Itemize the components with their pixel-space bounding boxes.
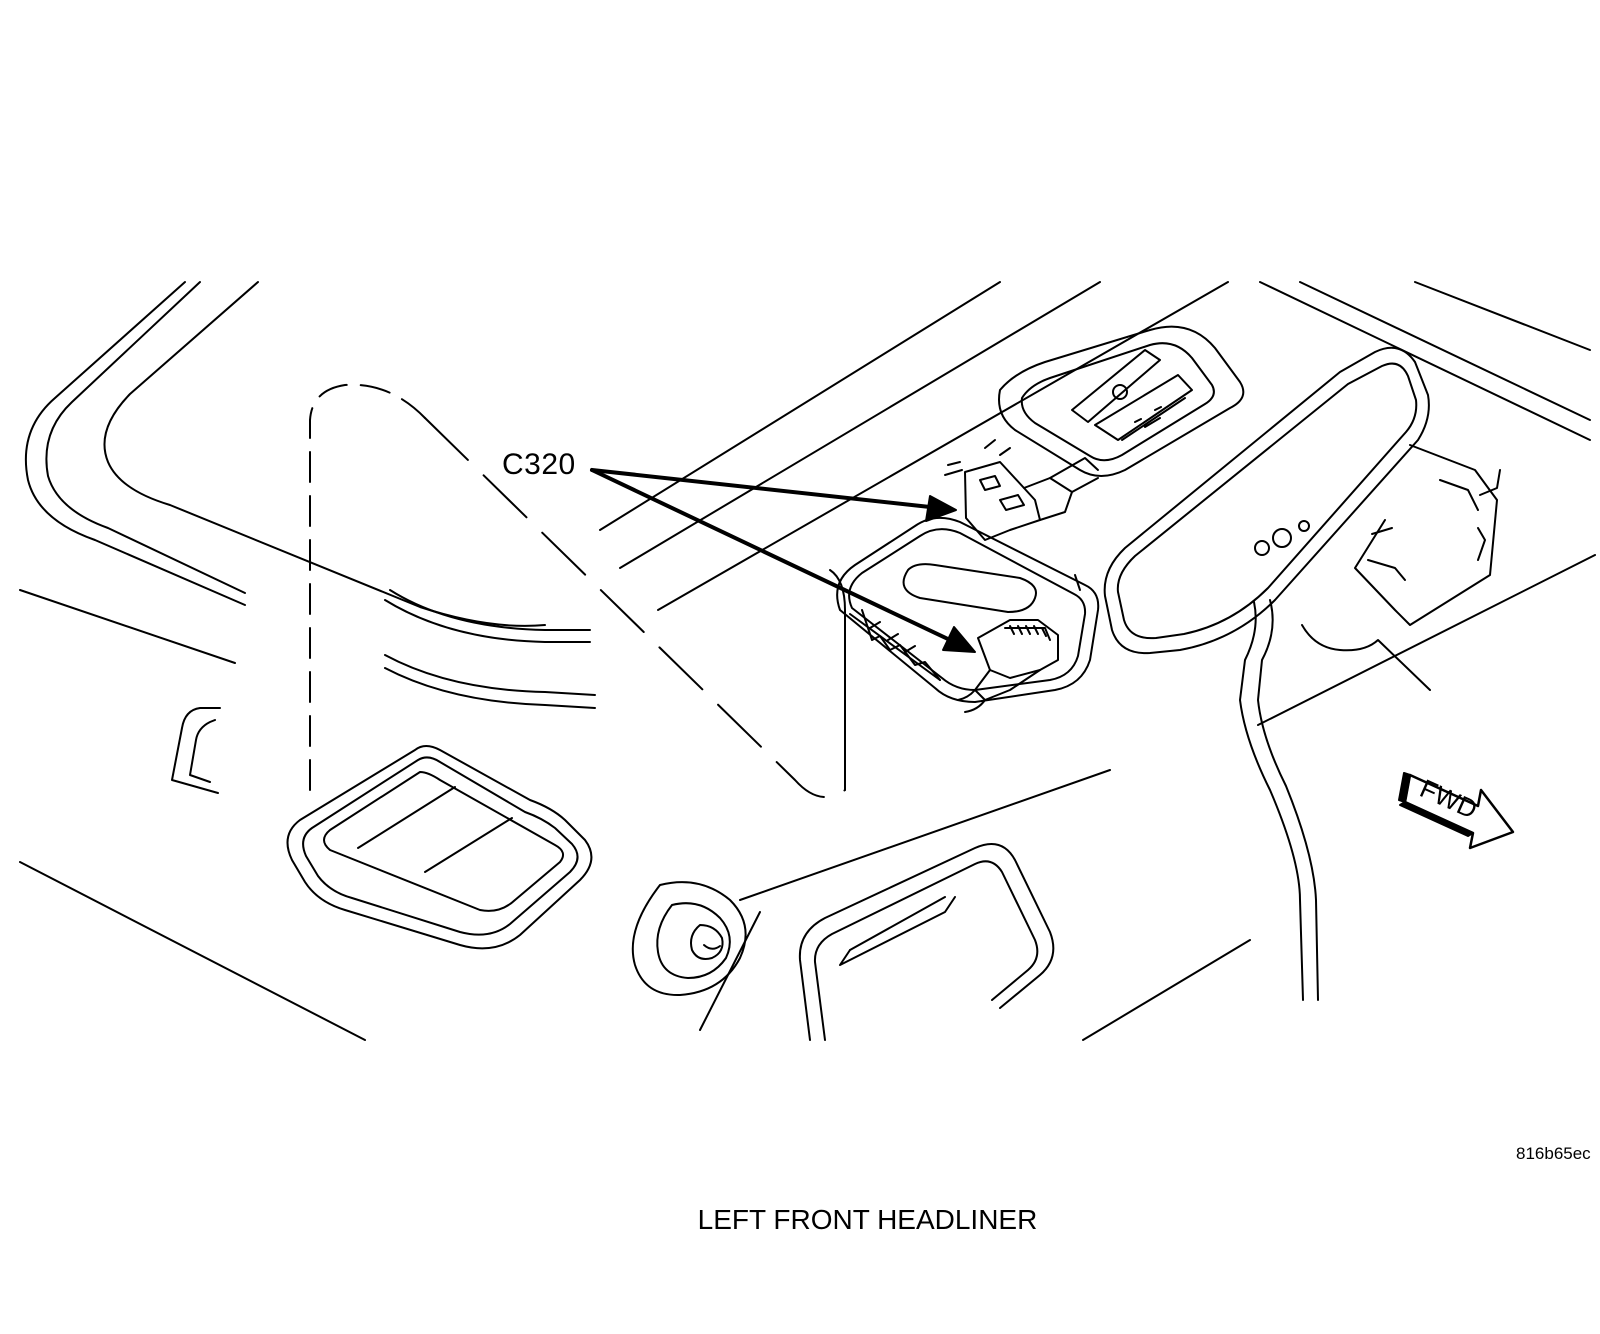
overhead-console-cavity (836, 516, 1100, 703)
fwd-direction-arrow: FWD (1398, 772, 1515, 850)
sun-visor (739, 769, 1111, 1041)
panel-lines (599, 281, 1596, 1041)
callout-label-c320: C320 (502, 448, 576, 481)
rear-bracket (171, 707, 221, 794)
headliner-border (19, 281, 546, 1041)
figure-id: 816b65ec (1516, 1144, 1591, 1163)
mirror-mount (1354, 444, 1501, 626)
connector-c320-upper (944, 439, 1099, 541)
headliner-ribs (384, 589, 596, 709)
rearview-mirror (1103, 346, 1431, 1001)
visor-pivot (631, 881, 747, 997)
diagram-caption: LEFT FRONT HEADLINER (697, 1204, 1038, 1235)
switch-bank (998, 325, 1245, 477)
callout-arrows (590, 468, 976, 653)
dome-lamp (286, 745, 593, 950)
connector-c320-lower (957, 619, 1059, 713)
